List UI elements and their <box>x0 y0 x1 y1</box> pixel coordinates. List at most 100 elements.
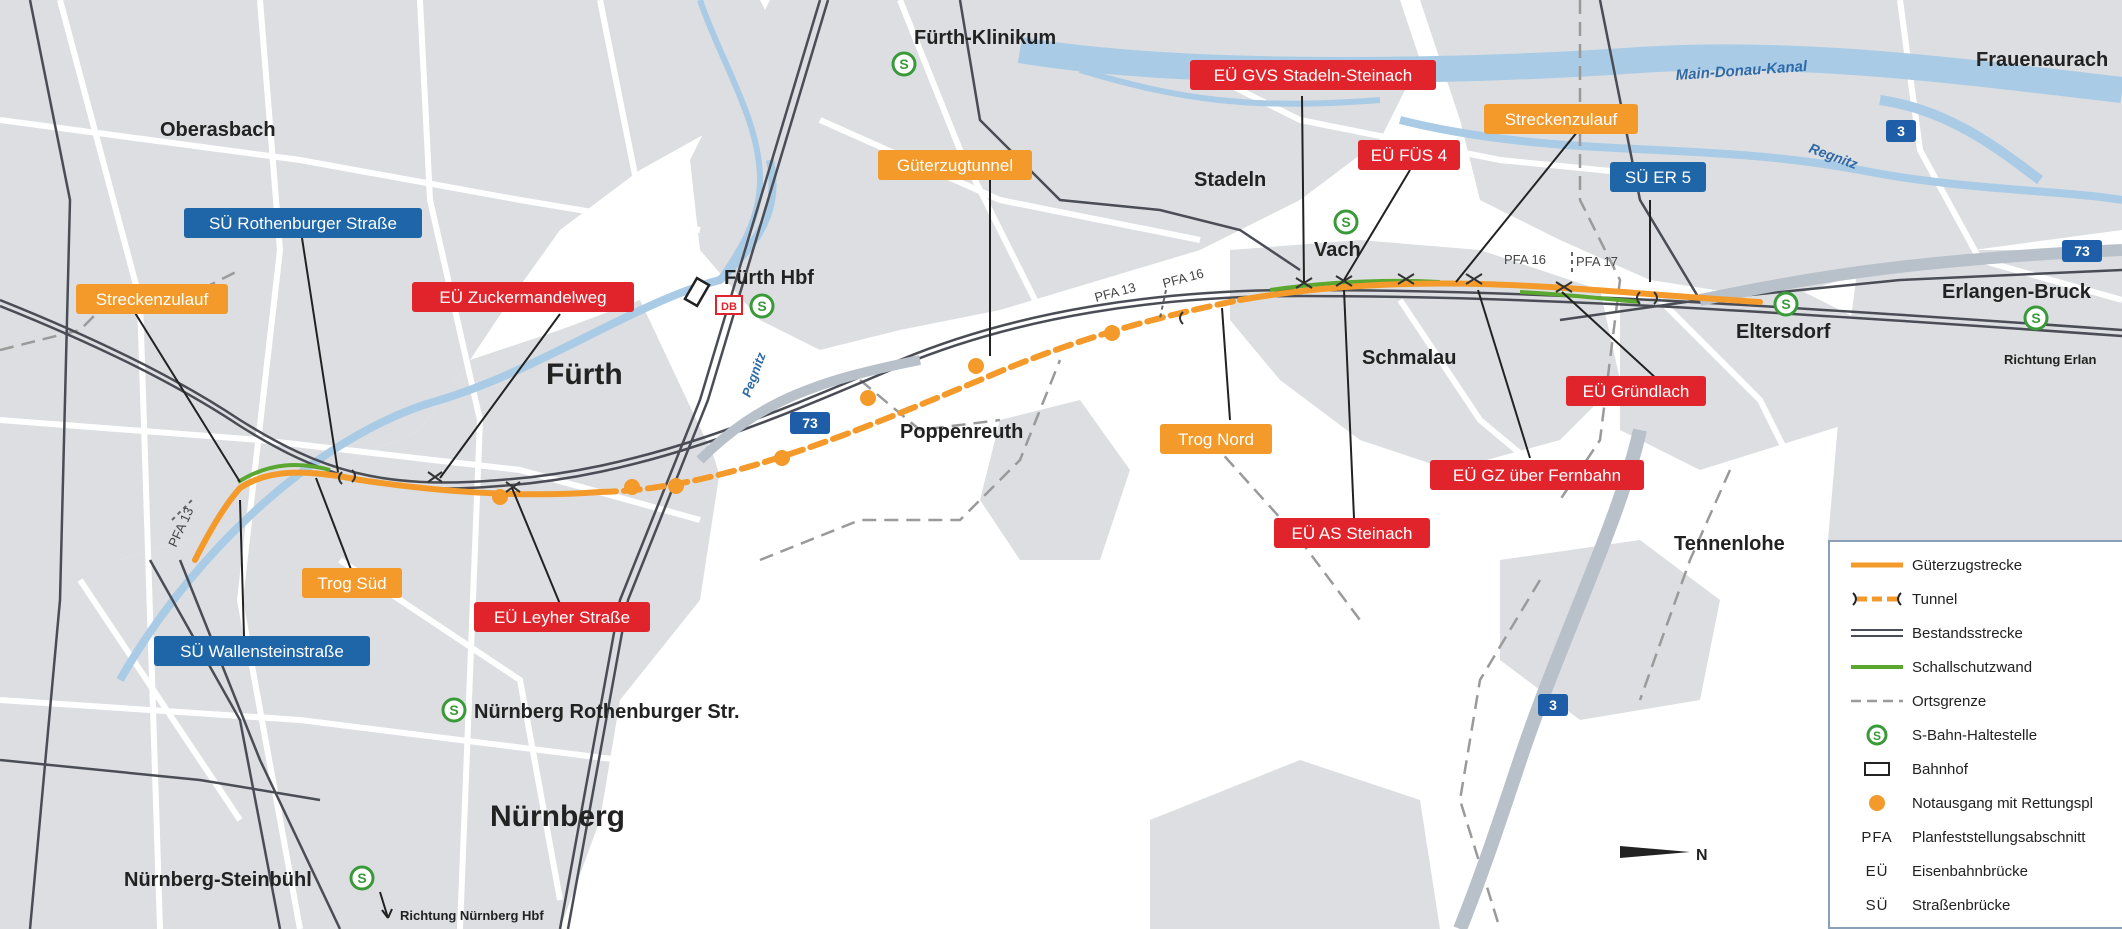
fuerth-hbf-station: DB <box>683 276 743 315</box>
callout-streckenzulauf-right: Streckenzulauf <box>1484 104 1638 134</box>
s-bahn-icon: S <box>349 865 375 891</box>
s-bahn-icon: S <box>441 697 467 723</box>
legend-label-bahnhof: Bahnhof <box>1912 760 1968 778</box>
label-fuerth-klinikum: Fürth-Klinikum <box>914 27 1056 49</box>
legend-row-sue: SÜ Straßenbrücke <box>1842 888 2122 922</box>
label-vach: Vach <box>1314 239 1361 261</box>
legend-label-eue: Eisenbahnbrücke <box>1912 862 2028 880</box>
svg-text:S: S <box>1341 214 1350 230</box>
label-pfa17: PFA 17 <box>1576 254 1618 269</box>
svg-text:S: S <box>449 702 458 718</box>
pfa-ticks <box>171 252 1573 521</box>
autobahns <box>696 244 2122 929</box>
label-nuernberg-steinbuehl: Nürnberg-Steinbühl <box>124 869 312 891</box>
shield-a3-top: 3 <box>1886 120 1916 142</box>
shield-a73-center: 73 <box>790 412 830 434</box>
svg-text:S: S <box>757 298 766 314</box>
s-bahn-icon: S <box>891 51 917 77</box>
callout-eue-as-steinach: EÜ AS Steinach <box>1274 518 1430 548</box>
legend-row-s-bahn: S S-Bahn-Haltestelle <box>1842 718 2122 752</box>
s-bahn-icon: S <box>1773 291 1799 317</box>
shield-a3-bottom-text: 3 <box>1549 697 1557 713</box>
s-bahn-icon: S <box>1842 723 1912 747</box>
tunnel-swatch-icon <box>1842 589 1912 609</box>
svg-text:EÜ Leyher Straße: EÜ Leyher Straße <box>494 608 630 627</box>
svg-text:EÜ Zuckermandelweg: EÜ Zuckermandelweg <box>439 288 606 307</box>
north-arrow: N <box>1620 846 1708 864</box>
callout-eue-gvs: EÜ GVS Stadeln-Steinach <box>1190 60 1436 90</box>
legend-label-pfa: Planfeststellungsabschnitt <box>1912 828 2086 846</box>
svg-text:S: S <box>357 870 366 886</box>
legend-row-gueterzugstrecke: Güterzugstrecke <box>1842 548 2122 582</box>
s-bahn-icon: S <box>1333 209 1359 235</box>
existing-rail-swatch-icon <box>1842 627 1912 639</box>
legend-row-bestandsstrecke: Bestandsstrecke <box>1842 616 2122 650</box>
callout-eue-gz-fernbahn: EÜ GZ über Fernbahn <box>1430 460 1644 490</box>
svg-text:Trog Nord: Trog Nord <box>1178 430 1254 449</box>
callout-eue-leyher: EÜ Leyher Straße <box>474 602 650 632</box>
callout-sue-er5: SÜ ER 5 <box>1610 162 1706 192</box>
legend-row-eue: EÜ Eisenbahnbrücke <box>1842 854 2122 888</box>
legend-abbr-sue: SÜ <box>1865 896 1889 914</box>
label-oberasbach: Oberasbach <box>160 119 276 141</box>
legend-row-tunnel: Tunnel <box>1842 582 2122 616</box>
callout-trog-sued: Trog Süd <box>302 568 402 598</box>
legend-row-ortsgrenze: Ortsgrenze <box>1842 684 2122 718</box>
freight-line-swatch-icon <box>1842 560 1912 570</box>
callout-leaders <box>131 95 1659 637</box>
legend-label-s-bahn: S-Bahn-Haltestelle <box>1912 726 2038 744</box>
svg-text:Trog Süd: Trog Süd <box>317 574 386 593</box>
shield-a3-top-text: 3 <box>1897 123 1905 139</box>
s-bahn-stations: S S S S S S S <box>349 51 2049 891</box>
callout-sue-wallenstein: SÜ Wallensteinstraße <box>154 636 370 666</box>
map-legend: Güterzugstrecke Tunnel Bestandsstrecke S… <box>1828 540 2122 929</box>
legend-abbr-eue: EÜ <box>1865 862 1889 880</box>
label-stadeln: Stadeln <box>1194 169 1266 191</box>
legend-row-notausgang: Notausgang mit Rettungspl <box>1842 786 2122 820</box>
svg-text:EÜ Gründlach: EÜ Gründlach <box>1583 382 1690 401</box>
svg-text:EÜ FÜS 4: EÜ FÜS 4 <box>1371 146 1448 165</box>
label-pfa16-right: PFA 16 <box>1504 252 1546 267</box>
legend-abbr-pfa: PFA <box>1861 828 1893 846</box>
svg-text:EÜ AS Steinach: EÜ AS Steinach <box>1292 524 1413 543</box>
callout-streckenzulauf-left: Streckenzulauf <box>76 284 228 314</box>
svg-text:Streckenzulauf: Streckenzulauf <box>1505 110 1618 129</box>
svg-text:S: S <box>899 56 908 72</box>
legend-row-schallschutzwand: Schallschutzwand <box>1842 650 2122 684</box>
callout-gueterzugtunnel: Güterzugtunnel <box>878 150 1032 180</box>
border-swatch-icon <box>1842 696 1912 706</box>
legend-label-ortsgrenze: Ortsgrenze <box>1912 692 1987 710</box>
shield-a3-bottom: 3 <box>1538 694 1568 716</box>
svg-text:S: S <box>1873 729 1881 743</box>
shield-a73-right-text: 73 <box>2074 243 2090 259</box>
legend-row-pfa: PFA Planfeststellungsabschnitt <box>1842 820 2122 854</box>
legend-label-notausgang: Notausgang mit Rettungspl <box>1912 794 2093 812</box>
svg-text:EÜ GVS Stadeln-Steinach: EÜ GVS Stadeln-Steinach <box>1214 66 1412 85</box>
callout-eue-fues4: EÜ FÜS 4 <box>1358 140 1460 170</box>
shield-a73-right: 73 <box>2062 240 2102 262</box>
callout-eue-gruendlach: EÜ Gründlach <box>1566 376 1706 406</box>
label-fuerth: Fürth <box>546 358 623 391</box>
label-nuernberg-rothenburger: Nürnberg Rothenburger Str. <box>474 701 740 723</box>
emergency-exits <box>492 325 1120 505</box>
legend-label-sue: Straßenbrücke <box>1912 896 2011 914</box>
legend-label-bestandsstrecke: Bestandsstrecke <box>1912 624 2023 642</box>
label-tennenlohe: Tennenlohe <box>1674 533 1785 555</box>
label-erlangen-bruck: Erlangen-Bruck <box>1942 281 2092 303</box>
place-labels: Oberasbach Fürth-Klinikum Fürth Hbf Fürt… <box>124 27 2108 923</box>
legend-row-bahnhof: Bahnhof <box>1842 752 2122 786</box>
station-icon <box>1842 760 1912 778</box>
svg-text:S: S <box>2031 310 2040 326</box>
svg-text:Güterzugtunnel: Güterzugtunnel <box>897 156 1013 175</box>
emergency-exit-icon <box>1842 793 1912 813</box>
label-poppenreuth: Poppenreuth <box>900 421 1023 443</box>
svg-text:S: S <box>1781 296 1790 312</box>
svg-text:EÜ GZ über Fernbahn: EÜ GZ über Fernbahn <box>1453 466 1621 485</box>
svg-text:SÜ Rothenburger Straße: SÜ Rothenburger Straße <box>209 214 397 233</box>
label-frauenaurach: Frauenaurach <box>1976 49 2108 71</box>
legend-label-gueterzugstrecke: Güterzugstrecke <box>1912 556 2023 574</box>
callout-trog-nord: Trog Nord <box>1160 424 1272 454</box>
noise-wall-swatch-icon <box>1842 662 1912 672</box>
